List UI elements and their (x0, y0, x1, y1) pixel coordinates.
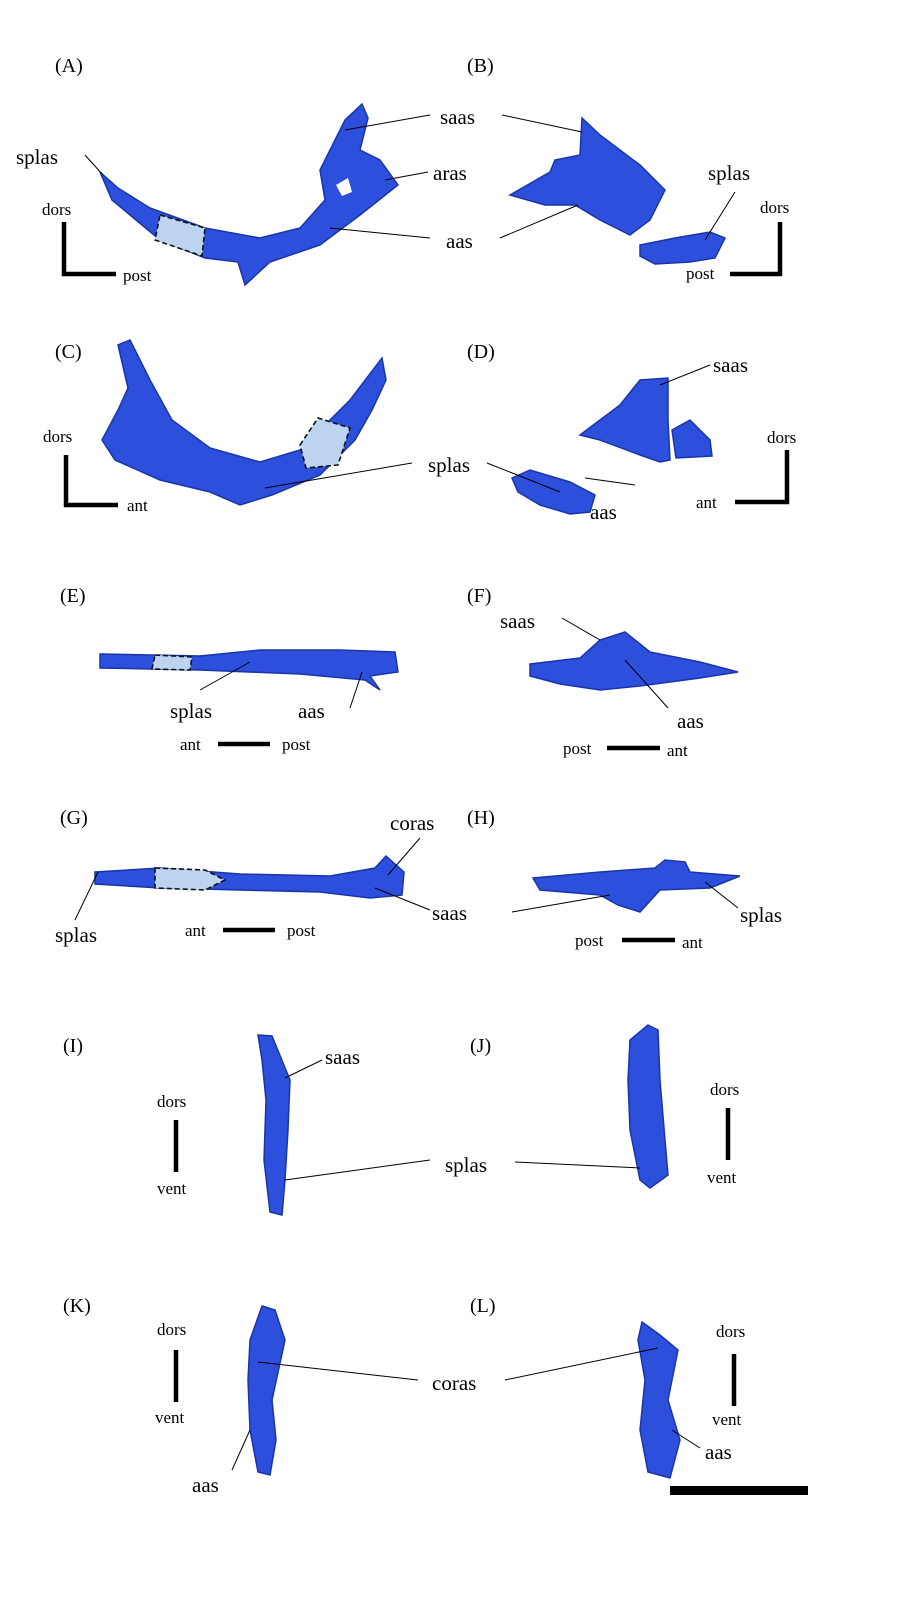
panel-label-g: (G) (60, 807, 88, 829)
label-splas-g: splas (55, 923, 97, 947)
specimen-a (99, 102, 400, 287)
label-splas-b: splas (708, 161, 750, 185)
label-aas-d: aas (590, 500, 617, 524)
specimen-c (101, 339, 387, 506)
panel-label-e: (E) (60, 585, 86, 607)
label-splas-cd: splas (428, 453, 470, 477)
specimen-j (627, 1024, 669, 1189)
label-aas-ab: aas (446, 229, 473, 253)
label-saas-ab: saas (440, 105, 475, 129)
specimen-d (511, 377, 713, 515)
label-saas-i: saas (325, 1045, 360, 1069)
panel-label-d: (D) (467, 341, 495, 363)
scale-bar (670, 1486, 808, 1495)
label-aas-e: aas (298, 699, 325, 723)
orientation-e: ant post (180, 735, 311, 754)
panel-label-f: (F) (467, 585, 491, 607)
label-coras-kl: coras (432, 1371, 476, 1395)
dir-vent: vent (707, 1168, 737, 1187)
dir-vent: vent (157, 1179, 187, 1198)
specimen-i (257, 1034, 291, 1216)
label-saas-d: saas (713, 353, 748, 377)
dir-dors: dors (42, 200, 71, 219)
orientation-i: dors vent (157, 1092, 187, 1198)
panel-label-k: (K) (63, 1295, 91, 1317)
orientation-j: dors vent (707, 1080, 739, 1187)
panel-label-i: (I) (63, 1035, 83, 1057)
dir-post: post (287, 921, 316, 940)
panel-label-b: (B) (467, 55, 494, 77)
orientation-a: dors post (42, 200, 152, 285)
dir-vent: vent (712, 1410, 742, 1429)
dir-ant: ant (696, 493, 717, 512)
dir-dors: dors (710, 1080, 739, 1099)
dir-dors: dors (157, 1320, 186, 1339)
orientation-g: ant post (185, 921, 316, 940)
dir-dors: dors (760, 198, 789, 217)
label-splas-e: splas (170, 699, 212, 723)
dir-post: post (686, 264, 715, 283)
dir-ant: ant (180, 735, 201, 754)
label-splas-a: splas (16, 145, 58, 169)
orientation-k: dors vent (155, 1320, 186, 1427)
label-aas-k: aas (192, 1473, 219, 1497)
dir-ant: ant (127, 496, 148, 515)
specimen-l (637, 1320, 681, 1479)
dir-dors: dors (43, 427, 72, 446)
leader-lines (74, 114, 739, 1471)
label-aas-f: aas (677, 709, 704, 733)
specimen-b (508, 116, 727, 265)
orientation-b: dors post (686, 198, 789, 283)
specimen-h (531, 859, 741, 913)
specimen-k (247, 1305, 286, 1476)
label-saas-gh: saas (432, 901, 467, 925)
orientation-l: dors vent (712, 1322, 745, 1429)
specimen-f (529, 631, 739, 691)
orientation-h: post ant (575, 931, 703, 952)
panel-label-h: (H) (467, 807, 495, 829)
dir-dors: dors (157, 1092, 186, 1111)
label-saas-f: saas (500, 609, 535, 633)
panel-label-j: (J) (470, 1035, 491, 1057)
label-coras-g: coras (390, 811, 434, 835)
dir-post: post (563, 739, 592, 758)
dir-dors: dors (716, 1322, 745, 1341)
dir-post: post (282, 735, 311, 754)
dir-vent: vent (155, 1408, 185, 1427)
dir-ant: ant (682, 933, 703, 952)
panel-label-c: (C) (55, 341, 82, 363)
panel-label-l: (L) (470, 1295, 496, 1317)
label-aas-l: aas (705, 1440, 732, 1464)
dir-ant: ant (667, 741, 688, 760)
label-aras-a: aras (433, 161, 467, 185)
orientation-d: dors ant (696, 428, 796, 512)
panel-label-a: (A) (55, 55, 83, 77)
specimen-e (99, 649, 399, 691)
dir-post: post (575, 931, 604, 950)
label-splas-h: splas (740, 903, 782, 927)
orientation-c: dors ant (43, 427, 148, 515)
dir-post: post (123, 266, 152, 285)
label-splas-ij: splas (445, 1153, 487, 1177)
dir-ant: ant (185, 921, 206, 940)
specimen-g (94, 854, 405, 899)
orientation-f: post ant (563, 739, 688, 760)
dir-dors: dors (767, 428, 796, 447)
